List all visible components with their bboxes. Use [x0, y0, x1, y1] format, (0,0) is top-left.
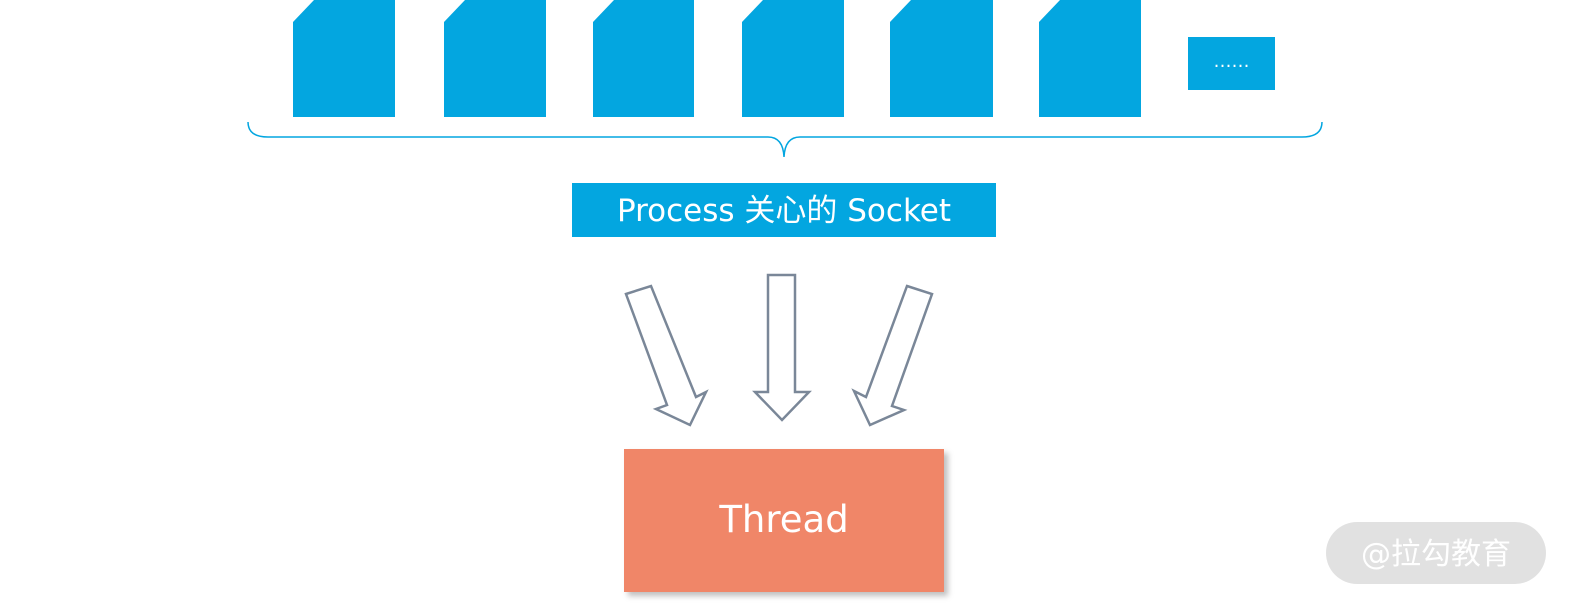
socket-doc-2	[444, 0, 546, 117]
arrows	[624, 273, 934, 427]
watermark-text: @拉勾教育	[1361, 537, 1511, 572]
arrow-left	[624, 284, 709, 427]
thread-label: Thread	[718, 498, 848, 541]
label-text: Process 关心的 Socket	[617, 193, 951, 229]
ellipsis-label: ……	[1214, 51, 1250, 72]
thread-node: Thread	[624, 449, 944, 592]
socket-doc-3	[593, 0, 694, 117]
thread-box	[624, 449, 944, 592]
process-socket-label: Process 关心的 Socket	[572, 183, 996, 237]
ellipsis-box	[1188, 37, 1275, 90]
watermark: @拉勾教育	[1326, 522, 1546, 584]
socket-row: ……	[293, 0, 1275, 117]
socket-doc-5	[890, 0, 993, 117]
label-box	[572, 183, 996, 237]
watermark-pill	[1326, 522, 1546, 584]
socket-doc-6	[1039, 0, 1141, 117]
socket-doc-4	[742, 0, 844, 117]
socket-doc-1	[293, 0, 395, 117]
arrow-center	[752, 273, 812, 422]
arrow-right	[851, 284, 934, 427]
grouping-brace	[247, 121, 1323, 158]
